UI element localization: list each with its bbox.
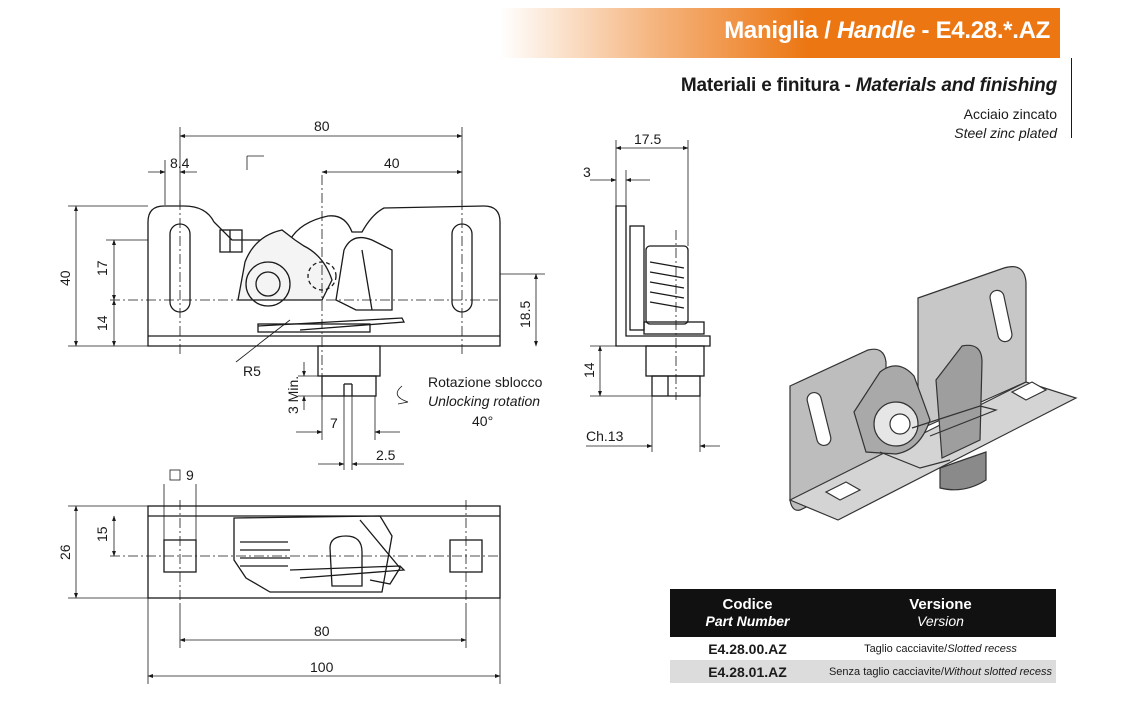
part-number-table: Codice Part Number Versione Version E4.2… xyxy=(670,589,1056,683)
part-code: E4.28.01.AZ xyxy=(670,660,825,683)
side-cam xyxy=(645,245,689,325)
material-italian: Acciaio zincato xyxy=(963,106,1057,122)
table-row: E4.28.00.AZ Taglio cacciavite/Slotted re… xyxy=(670,637,1056,660)
table-row: E4.28.01.AZ Senza taglio cacciavite/With… xyxy=(670,660,1056,683)
materials-title: Materiali e finitura - Materials and fin… xyxy=(681,75,1057,97)
top-latch xyxy=(329,535,363,587)
dim-front-3-min: 3 Min. xyxy=(285,376,301,414)
top-plate xyxy=(147,505,501,599)
part-version: Taglio cacciavite/Slotted recess xyxy=(825,637,1056,660)
title-italian: Maniglia / xyxy=(724,17,837,44)
title-code: - E4.28.*.AZ xyxy=(915,17,1051,44)
materials-title-it: Materiali e finitura - xyxy=(680,75,856,96)
title-english: Handle xyxy=(836,17,916,44)
front-cylinder xyxy=(317,345,381,377)
front-view xyxy=(147,205,501,397)
rotation-angle: 40° xyxy=(472,413,493,429)
dim-side-ch13: Ch.13 xyxy=(586,428,624,444)
side-cylinder xyxy=(645,345,705,377)
front-centerlines xyxy=(110,175,500,400)
dim-front-80: 80 xyxy=(314,118,330,134)
part-code: E4.28.00.AZ xyxy=(670,637,825,660)
dim-front-17: 17 xyxy=(94,260,110,276)
dim-side-3: 3 xyxy=(583,164,591,180)
header-part-number: Codice Part Number xyxy=(670,589,825,637)
version-it: Taglio cacciavite/ xyxy=(864,642,948,655)
dim-front-40-vertical: 40 xyxy=(57,270,73,286)
dim-front-18-5: 18.5 xyxy=(517,301,533,328)
front-dimension-lines xyxy=(68,127,545,470)
front-bracket-outline xyxy=(147,205,501,347)
top-dimension-lines xyxy=(68,469,501,684)
iso-cylinder xyxy=(939,451,987,491)
rotation-note-italian: Rotazione sblocco xyxy=(428,374,543,390)
front-latch xyxy=(335,236,393,311)
header-divider xyxy=(1071,58,1072,138)
version-it: Senza taglio cacciavite/ xyxy=(828,665,944,678)
top-mechanism xyxy=(233,515,393,593)
version-en: Without slotted recess xyxy=(943,665,1053,678)
top-centerlines xyxy=(110,500,500,605)
front-pivot xyxy=(245,261,291,307)
front-spring xyxy=(257,317,406,331)
table-header-row: Codice Part Number Versione Version xyxy=(670,589,1056,637)
dim-front-r5: R5 xyxy=(243,363,261,379)
dim-top-9: 9 xyxy=(186,467,194,483)
dim-front-7: 7 xyxy=(330,415,338,431)
title-banner: Maniglia / Handle - E4.28.*.AZ xyxy=(500,8,1060,58)
dim-top-80: 80 xyxy=(314,623,330,639)
iso-latch xyxy=(935,344,983,459)
version-en: Slotted recess xyxy=(947,642,1017,655)
isometric-render xyxy=(788,266,1078,521)
top-view xyxy=(147,505,501,599)
header-part-number-en: Part Number xyxy=(705,613,790,629)
page-title: Maniglia / Handle - E4.28.*.AZ xyxy=(724,17,1050,45)
dim-top-100: 100 xyxy=(310,659,334,675)
header-version-en: Version xyxy=(917,613,964,629)
dim-front-2-5: 2.5 xyxy=(376,447,396,463)
header-codice: Codice xyxy=(722,596,773,613)
top-spring-coil xyxy=(240,541,290,567)
side-dimension-lines xyxy=(586,140,720,452)
dim-front-8-4: 8.4 xyxy=(170,155,190,171)
dim-front-40-horizontal: 40 xyxy=(384,155,400,171)
part-version: Senza taglio cacciavite/Without slotted … xyxy=(825,660,1056,683)
dim-top-26: 26 xyxy=(57,544,73,560)
front-handle-cam xyxy=(237,229,333,301)
header-versione: Versione xyxy=(909,596,972,613)
side-spring-coil xyxy=(649,261,685,309)
material-english: Steel zinc plated xyxy=(954,125,1057,141)
dim-side-14: 14 xyxy=(581,362,597,378)
dim-front-14: 14 xyxy=(94,315,110,331)
materials-title-en: Materials and finishing xyxy=(855,75,1057,96)
rotation-note-english: Unlocking rotation xyxy=(428,393,540,409)
dim-top-15: 15 xyxy=(94,526,110,542)
side-view xyxy=(615,205,711,397)
header-version: Versione Version xyxy=(825,589,1056,637)
dim-side-17-5: 17.5 xyxy=(634,131,661,147)
